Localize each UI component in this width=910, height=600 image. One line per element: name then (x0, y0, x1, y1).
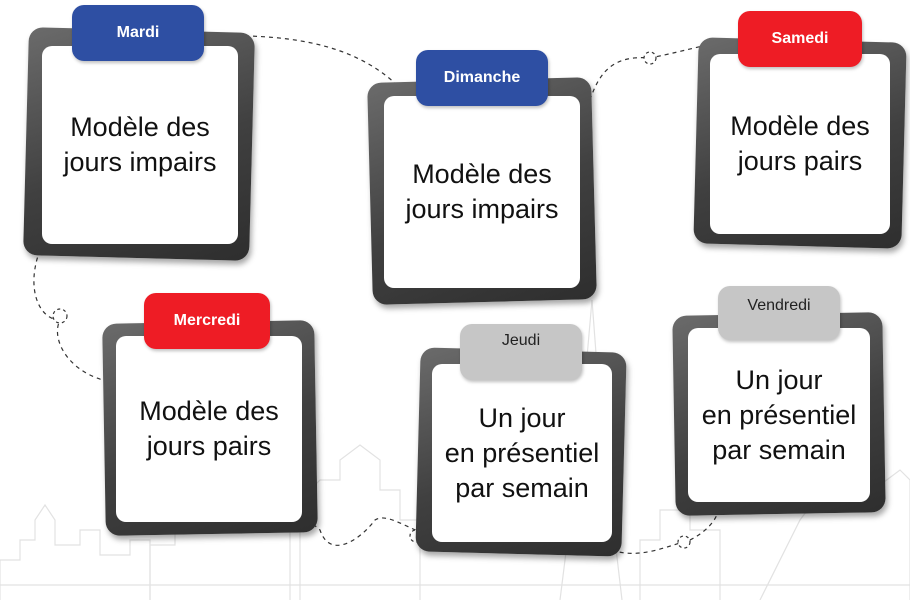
card-text: Modèle des jours impairs (384, 96, 580, 288)
day-label-tab: Mercredi (144, 293, 270, 349)
card-text: Un jour en présentiel par semain (432, 364, 612, 542)
connector-mardi-mercredi (33, 249, 113, 383)
card-text: Modèle des jours pairs (116, 336, 302, 522)
day-label-tab: Dimanche (416, 50, 548, 106)
connector-node (52, 308, 68, 324)
connector-node (643, 51, 657, 65)
day-label-tab: Vendredi (718, 286, 840, 340)
card-text: Modèle des jours impairs (42, 46, 238, 244)
day-label-tab: Samedi (738, 11, 862, 67)
card-text: Un jour en présentiel par semain (688, 328, 870, 502)
connector-jeudi-vendredi (611, 505, 719, 554)
connector-node (677, 535, 691, 549)
connector-mercredi-jeudi (249, 517, 449, 546)
day-label-tab: Jeudi (460, 324, 582, 380)
card-text: Modèle des jours pairs (710, 54, 890, 234)
day-label-tab: Mardi (72, 5, 204, 61)
